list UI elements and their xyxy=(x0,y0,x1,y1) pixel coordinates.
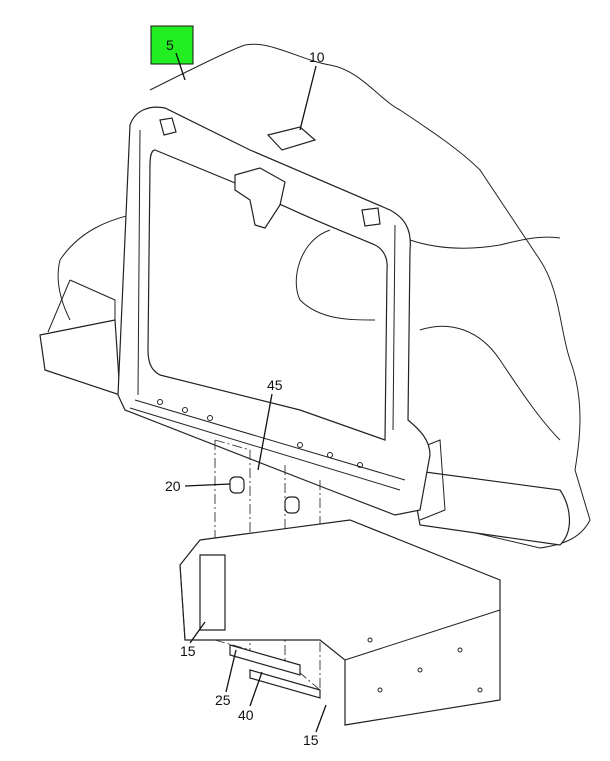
bushing xyxy=(229,476,300,514)
callout-10[interactable]: 10 xyxy=(309,49,325,65)
body-panel xyxy=(149,43,591,549)
callout-45[interactable]: 45 xyxy=(267,377,283,393)
callout-25[interactable]: 25 xyxy=(215,692,231,708)
callout-20[interactable]: 20 xyxy=(165,478,181,494)
lower-mount-bracket xyxy=(179,519,501,726)
callout-15-left[interactable]: 15 xyxy=(180,643,196,659)
callout-40[interactable]: 40 xyxy=(238,707,254,723)
right-fender xyxy=(409,469,571,546)
callout-5[interactable]: 5 xyxy=(166,37,174,53)
callout-15-right[interactable]: 15 xyxy=(303,732,319,748)
callout-5-highlight xyxy=(150,25,194,65)
left-fender xyxy=(39,319,121,396)
frame-opening xyxy=(147,149,388,441)
